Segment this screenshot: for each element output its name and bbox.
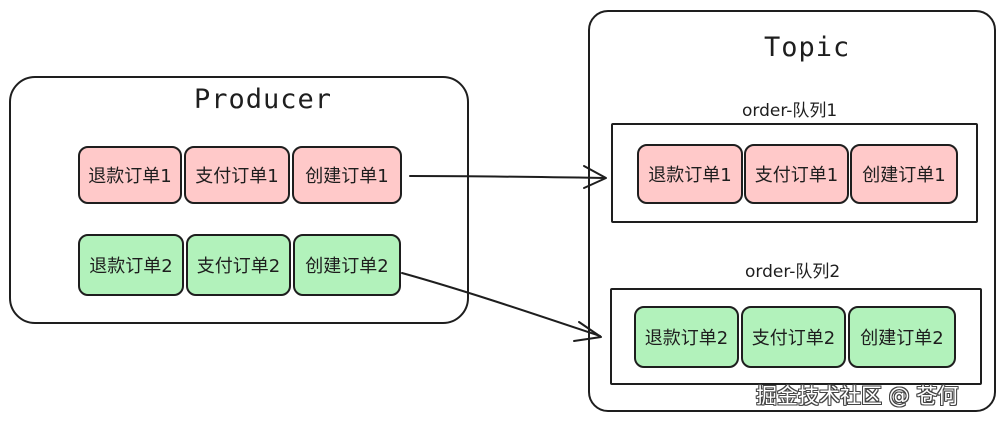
queue-2-pay-order: 支付订单2 — [741, 306, 846, 368]
queue-1-box — [611, 123, 978, 223]
queue-2-box — [610, 288, 982, 385]
producer-box — [9, 76, 469, 324]
queue-1-create-order: 创建订单1 — [850, 144, 958, 204]
queue-2-refund-order: 退款订单2 — [634, 306, 739, 368]
producer-create-order-2: 创建订单2 — [293, 234, 401, 296]
producer-title: Producer — [194, 84, 333, 115]
producer-refund-order-1: 退款订单1 — [78, 146, 182, 204]
producer-pay-order-2: 支付订单2 — [186, 234, 291, 296]
topic-title: Topic — [764, 32, 851, 63]
queue-2-label: order-队列2 — [745, 262, 841, 282]
producer-create-order-1: 创建订单1 — [292, 146, 402, 204]
producer-refund-order-2: 退款订单2 — [78, 234, 184, 296]
topic-box — [588, 10, 996, 412]
queue-1-label: order-队列1 — [742, 101, 838, 121]
queue-1-refund-order: 退款订单1 — [637, 144, 743, 204]
queue-1-pay-order: 支付订单1 — [744, 144, 849, 204]
queue-2-create-order: 创建订单2 — [848, 306, 956, 368]
producer-pay-order-1: 支付订单1 — [184, 146, 290, 204]
watermark: 掘金技术社区 @ 苍何 — [756, 384, 959, 408]
